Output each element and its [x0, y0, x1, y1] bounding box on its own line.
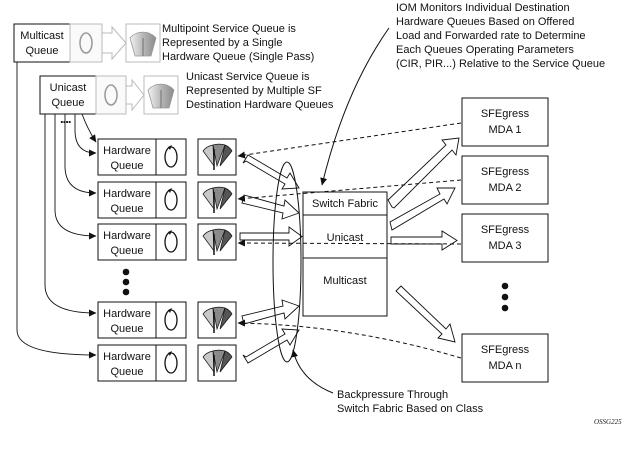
hardware-queue-label-line1: Hardware [103, 308, 151, 320]
cycle-icon [155, 223, 187, 261]
hardware-queue-label-line1: Hardware [103, 230, 151, 242]
unicast-annotation: Unicast Service Queue is Represented by … [186, 71, 334, 111]
unicast-queues-ellipsis: .... [60, 111, 71, 126]
unicast-annotation-line2: Represented by Multiple SF [186, 85, 322, 97]
hardware-queue-row-3: Hardware Queue [97, 223, 237, 261]
egress-mda-2: SFEgress MDA 2 [461, 155, 549, 205]
multicast-fade-arrow [101, 25, 127, 61]
hardware-queue-row-1: Hardware Queue [97, 138, 237, 176]
gauge-icon [197, 344, 237, 382]
iom-annotation: IOM Monitors Individual Destination Hard… [396, 2, 605, 70]
hardware-queue-label-line2: Queue [110, 245, 143, 257]
queue-fanout-connectors [16, 62, 97, 359]
hardware-queue-row-2: Hardware Queue [97, 181, 237, 219]
backpressure-dashed-arrows [237, 122, 462, 359]
egress-mda-1: SFEgress MDA 1 [461, 97, 549, 147]
cycle-icon [155, 138, 187, 176]
multicast-queue-label-line2: Queue [25, 45, 58, 57]
egress-mda-3: SFEgress MDA 3 [461, 213, 549, 263]
iom-annotation-line2: Hardware Queues Based on Offered [396, 16, 574, 28]
backpressure-annotation: Backpressure Through Switch Fabric Based… [337, 389, 484, 415]
multicast-queue-label-line1: Multicast [20, 30, 63, 42]
switch-fabric-unicast: Unicast [327, 232, 364, 244]
multipoint-annotation-line1: Multipoint Service Queue is [162, 23, 296, 35]
gauge-icon [197, 181, 237, 219]
egress-mda-2-line2: MDA 2 [488, 182, 521, 194]
multicast-queue: Multicast Queue [13, 23, 71, 63]
cycle-icon [155, 344, 187, 382]
figure-id: OSSG225 [594, 418, 622, 426]
multicast-gauge-icon [125, 23, 161, 63]
hardware-queue-label-line2: Queue [110, 203, 143, 215]
hardware-queue-label-line1: Hardware [103, 145, 151, 157]
cycle-icon [155, 181, 187, 219]
unicast-queue-label-line2: Queue [51, 97, 84, 109]
switch-fabric-title: Switch Fabric [312, 198, 379, 210]
iom-annotation-line5: (CIR, PIR...) Relative to the Service Qu… [396, 58, 605, 70]
multipoint-annotation-line3: Hardware Queue (Single Pass) [162, 51, 314, 63]
multicast-cycle-icon [69, 23, 103, 63]
multipoint-annotation: Multipoint Service Queue is Represented … [162, 23, 314, 63]
unicast-gauge-icon [143, 75, 179, 115]
egress-vertical-dots [501, 282, 509, 312]
multipoint-annotation-line2: Represented by a Single [162, 37, 282, 49]
gauge-icon [197, 223, 237, 261]
unicast-cycle-icon [95, 75, 127, 115]
gauge-icon [197, 138, 237, 176]
iom-annotation-line4: Each Queues Operating Parameters [396, 44, 574, 56]
egress-mda-3-line1: SFEgress [481, 224, 530, 236]
switch-fabric: Switch Fabric Unicast Multicast [302, 191, 388, 317]
ingress-block-arrows [239, 154, 303, 364]
iom-annotation-line3: Load and Forwarded rate to Determine [396, 30, 586, 42]
egress-mda-1-line2: MDA 1 [488, 124, 521, 136]
backpressure-pointer-line [291, 349, 334, 394]
unicast-queue: Unicast Queue [39, 75, 97, 115]
cycle-icon [155, 301, 187, 339]
egress-mda-n: SFEgress MDA n [461, 333, 549, 383]
iom-pointer-line [320, 27, 390, 186]
unicast-fade-arrow [125, 78, 145, 112]
backpressure-annotation-line2: Switch Fabric Based on Class [337, 403, 484, 415]
hardware-queue-row-4: Hardware Queue [97, 301, 237, 339]
hardware-queue-label-line2: Queue [110, 323, 143, 335]
gauge-icon [197, 301, 237, 339]
unicast-annotation-line1: Unicast Service Queue is [186, 71, 310, 83]
unicast-queue-label-line1: Unicast [50, 82, 87, 94]
hardware-queue-row-5: Hardware Queue [97, 344, 237, 382]
egress-block-arrows [387, 137, 460, 343]
hardware-queue-label-line2: Queue [110, 366, 143, 378]
hardware-queue-vertical-dots [122, 268, 130, 296]
unicast-annotation-line3: Destination Hardware Queues [186, 99, 334, 111]
hardware-queue-label-line2: Queue [110, 160, 143, 172]
backpressure-ellipse [272, 161, 302, 363]
backpressure-annotation-line1: Backpressure Through [337, 389, 448, 401]
egress-mda-3-line2: MDA 3 [488, 240, 521, 252]
egress-mda-2-line1: SFEgress [481, 166, 530, 178]
egress-mda-1-line1: SFEgress [481, 108, 530, 120]
iom-annotation-line1: IOM Monitors Individual Destination [396, 2, 570, 14]
hardware-queue-label-line1: Hardware [103, 188, 151, 200]
switch-fabric-multicast: Multicast [323, 275, 366, 287]
hardware-queue-label-line1: Hardware [103, 351, 151, 363]
egress-mda-n-line2: MDA n [488, 360, 521, 372]
egress-mda-n-line1: SFEgress [481, 344, 530, 356]
